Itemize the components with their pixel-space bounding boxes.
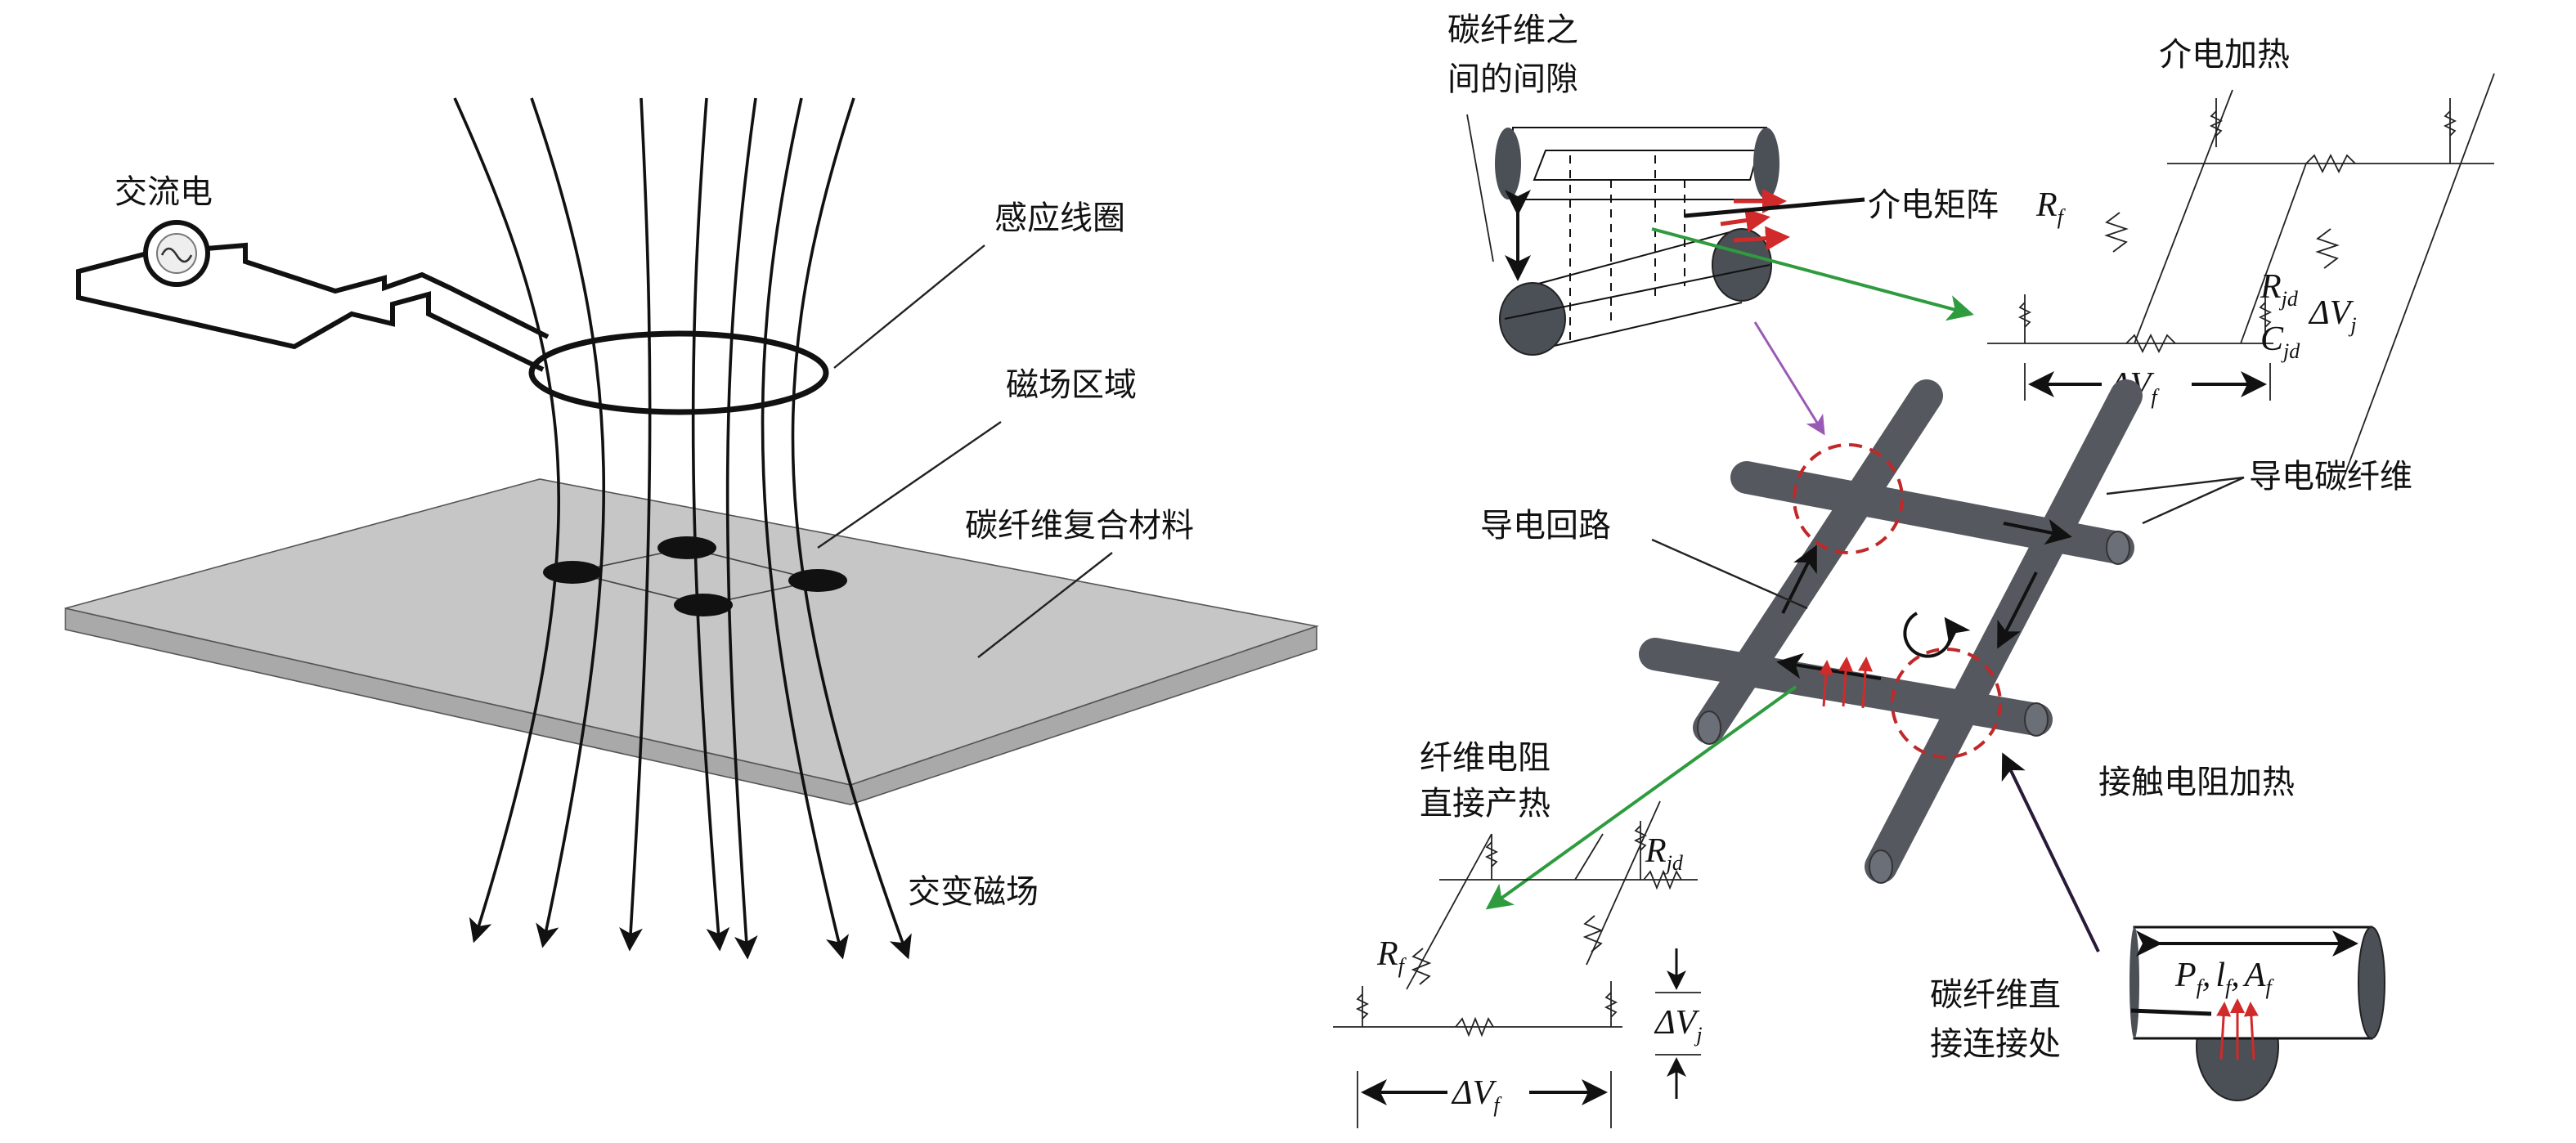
label-conductive-fiber: 导电碳纤维 — [2249, 458, 2412, 495]
carbon-fiber-grid — [1639, 379, 2143, 884]
dVf-top-dimension — [2024, 363, 2271, 401]
label-composite: 碳纤维复合材料 — [965, 507, 1194, 545]
contact-cylinders — [2129, 926, 2385, 1101]
magnetic-region-dots — [543, 536, 847, 616]
dielectric-red-arrows — [1720, 189, 1790, 251]
gap-cylinders — [1495, 127, 1779, 356]
magnetic-field-lines — [453, 97, 912, 960]
contact-arrow — [2001, 752, 2100, 952]
label-dVf-bottom: ΔVf — [1451, 1074, 1502, 1117]
dielectric-circuit — [1987, 73, 2495, 491]
label-induction-coil: 感应线圈 — [994, 199, 1125, 237]
label-ac-source: 交流电 — [114, 173, 213, 211]
composite-plate — [65, 478, 1320, 805]
green-arrow-dielectric — [1651, 227, 1974, 321]
induction-coil — [528, 330, 829, 415]
label-dielectric-matrix: 介电矩阵 — [1868, 186, 1999, 224]
label-Rjd-top: Rjd — [2260, 268, 2299, 311]
loop-leader — [1651, 538, 1808, 610]
label-alternating-field: 交变磁场 — [908, 873, 1039, 911]
fiber-leader — [2106, 476, 2245, 525]
label-gap-1: 碳纤维之 — [1447, 11, 1578, 49]
label-Rf-top: Rf — [2035, 186, 2067, 229]
label-Rf-bottom: Rf — [1376, 935, 1407, 978]
fiber-circuit — [1333, 800, 1698, 1038]
ac-source-icon — [143, 220, 210, 287]
label-dVj-bottom: ΔVj — [1654, 1004, 1703, 1047]
label-conductive-loop: 导电回路 — [1480, 507, 1611, 545]
label-magnetic-region: 磁场区域 — [1006, 366, 1137, 404]
contact-leader — [2130, 1008, 2212, 1016]
label-Rjd-bottom: Rjd — [1645, 832, 1684, 875]
label-gap-2: 间的间隙 — [1447, 61, 1578, 98]
gap-leader — [1466, 114, 1494, 262]
label-fiber-params: Pf,lf,Af — [2174, 957, 2274, 999]
purple-arrow — [1753, 321, 1825, 436]
green-arrow-fiber — [1485, 685, 1797, 910]
matrix-leader — [1684, 197, 1865, 218]
dVf-bottom-dimension — [1357, 1071, 1612, 1128]
label-Cjd-top: Cjd — [2260, 320, 2300, 363]
label-dielectric-heating: 介电加热 — [2159, 36, 2290, 74]
label-contact-point-1: 碳纤维直 — [1930, 976, 2061, 1014]
dVj-dimension — [1655, 948, 1701, 1099]
label-fiber-resist-2: 直接产热 — [1420, 785, 1551, 823]
ac-circuit-wire — [76, 242, 550, 372]
left-leaders — [817, 244, 1113, 658]
label-dVj-top: ΔVj — [2308, 294, 2357, 337]
label-contact-heating: 接触电阻加热 — [2098, 764, 2295, 801]
label-fiber-resist-1: 纤维电阻 — [1420, 739, 1551, 777]
label-contact-point-2: 接连接处 — [1930, 1025, 2061, 1063]
